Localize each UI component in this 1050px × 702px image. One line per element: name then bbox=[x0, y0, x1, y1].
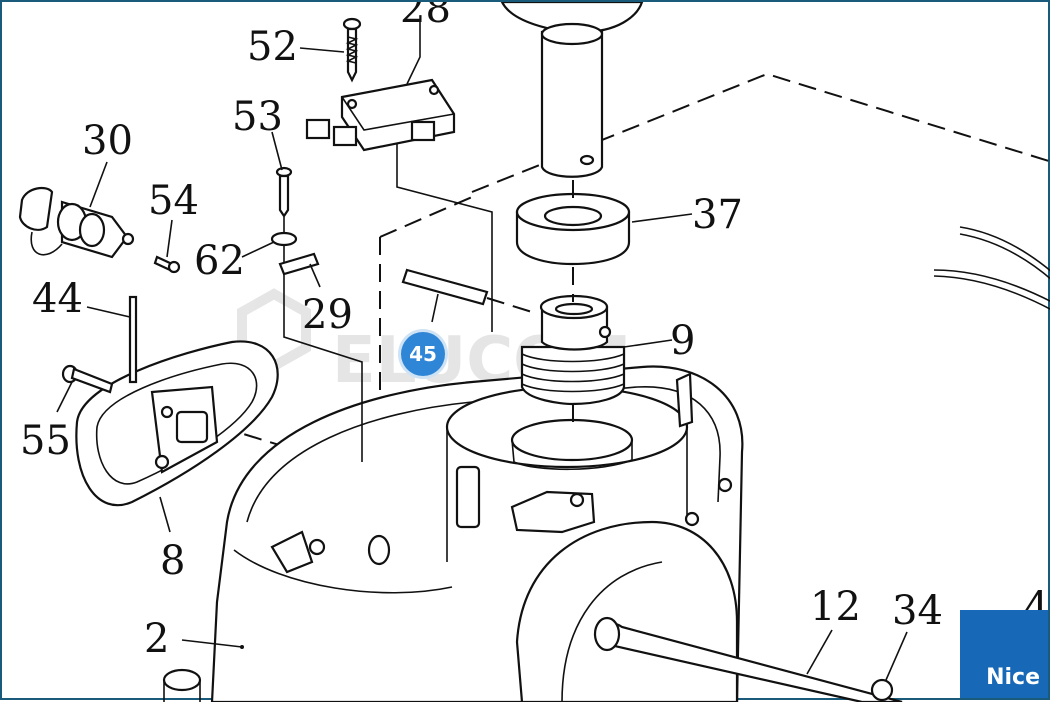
axle-12 bbox=[593, 616, 903, 702]
switch-guide bbox=[396, 144, 493, 332]
pin-44 bbox=[128, 295, 138, 384]
badge-label: 45 bbox=[409, 342, 437, 366]
screw-54 bbox=[153, 255, 181, 274]
callout-9: 9 bbox=[670, 318, 695, 364]
leader-53 bbox=[271, 131, 283, 171]
guide-dashed-top bbox=[379, 196, 473, 238]
callout-30: 30 bbox=[82, 118, 133, 164]
pin bbox=[401, 268, 489, 306]
leader-37 bbox=[631, 213, 693, 223]
leader-28 bbox=[406, 20, 421, 85]
axis-dashed-4 bbox=[486, 297, 533, 313]
callout-54: 54 bbox=[148, 178, 199, 224]
lock-cylinder bbox=[18, 186, 135, 259]
callout-34: 34 bbox=[892, 588, 943, 634]
leader-2 bbox=[181, 639, 243, 648]
wire-3 bbox=[933, 269, 1050, 302]
leader-2-dot bbox=[240, 645, 244, 649]
part-number-badge: 45 bbox=[401, 332, 445, 376]
leader-8 bbox=[159, 496, 171, 533]
leader-55 bbox=[56, 381, 73, 413]
callout-2: 2 bbox=[144, 616, 169, 662]
leader-12 bbox=[806, 629, 833, 675]
washer-62 bbox=[270, 231, 298, 247]
wire-1 bbox=[959, 226, 1050, 272]
assembly-guide-dashed bbox=[471, 72, 1050, 193]
leader-62 bbox=[241, 241, 275, 258]
callout-44: 44 bbox=[32, 276, 83, 322]
leader-52 bbox=[299, 47, 345, 53]
callout-37: 37 bbox=[692, 192, 743, 238]
worm-gear bbox=[520, 294, 626, 406]
callout-28: 28 bbox=[400, 2, 451, 32]
spacer-29 bbox=[278, 252, 320, 276]
callout-53: 53 bbox=[232, 94, 283, 140]
leader-30 bbox=[89, 161, 108, 208]
output-shaft bbox=[500, 2, 644, 178]
leader-45 bbox=[431, 293, 439, 323]
callout-52: 52 bbox=[247, 24, 298, 70]
washer-34 bbox=[870, 678, 894, 702]
screw-55 bbox=[61, 364, 114, 394]
callout-62: 62 bbox=[194, 238, 245, 284]
brand-logo: Nice bbox=[960, 610, 1048, 698]
callout-55: 55 bbox=[20, 418, 71, 464]
callout-12: 12 bbox=[810, 584, 861, 630]
leader-34 bbox=[885, 631, 908, 681]
screw-52 bbox=[342, 17, 362, 83]
leader-54 bbox=[166, 219, 173, 258]
leader-9 bbox=[623, 339, 673, 348]
wire-4 bbox=[933, 275, 1050, 310]
micro-switch bbox=[305, 78, 493, 332]
callout-8: 8 bbox=[160, 538, 185, 584]
screw-53 bbox=[275, 166, 363, 462]
bearing bbox=[515, 192, 631, 266]
brand-label: Nice bbox=[986, 665, 1040, 690]
wire-2 bbox=[959, 233, 1050, 280]
leader-29 bbox=[309, 263, 321, 288]
callout-29: 29 bbox=[302, 292, 353, 338]
release-handle bbox=[75, 295, 279, 507]
leader-44 bbox=[86, 306, 131, 318]
